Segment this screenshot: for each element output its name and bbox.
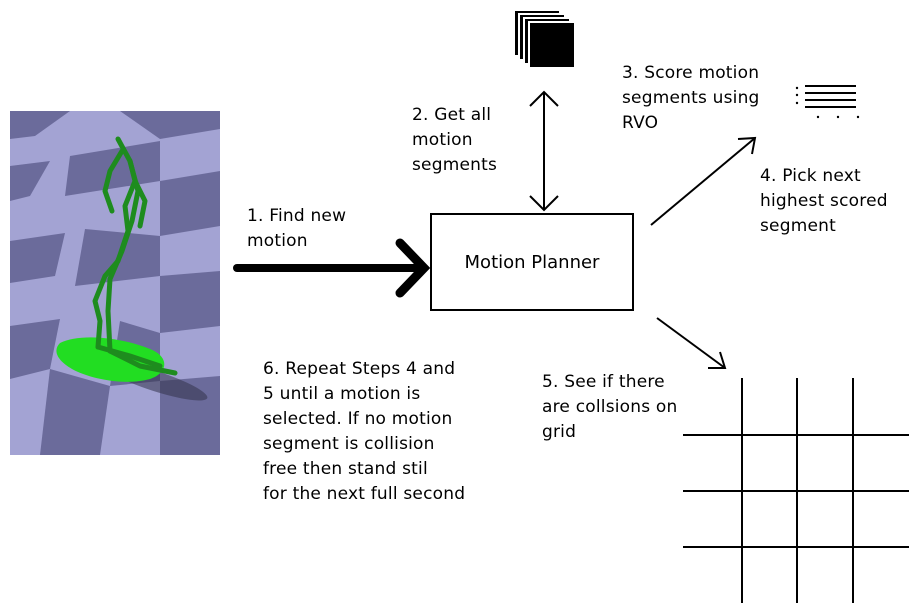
step-3-label: 3. Score motion segments using RVO [622,63,760,133]
character-scene-image [10,111,220,455]
segments-double-arrow [529,90,559,212]
grid-icon [683,378,909,603]
stacked-squares-icon [513,9,576,69]
checker-tiles [10,111,220,455]
motion-planner-box: Motion Planner [430,213,634,311]
step-5-label: 5. See if there are collsions on grid [542,372,678,442]
score-arrow [650,136,757,226]
step-2-label: 2. Get all motion segments [412,105,498,175]
scored-lines-icon [795,85,860,119]
grid-arrow [656,317,727,369]
stick-figure [92,136,178,376]
character-base-blob [56,337,165,382]
step-6-label: 6. Repeat Steps 4 and 5 until a motion i… [263,359,466,504]
step-1-label: 1. Find new motion [247,206,347,251]
motion-planner-label: Motion Planner [464,251,600,273]
find-motion-arrow [233,238,431,298]
step-4-label: 4. Pick next highest scored segment [760,166,888,236]
